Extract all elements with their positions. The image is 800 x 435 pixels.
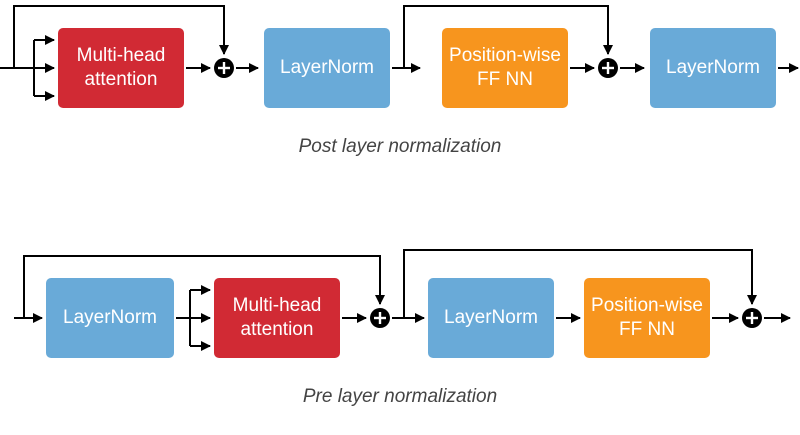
post-ln-diagram: Multi-head attention LayerNorm Position-… [0,5,799,157]
pre-ln-layernorm-1-label: LayerNorm [63,307,157,328]
post-ln-attention-label-line-1: Multi-head [77,45,166,66]
pre-ln-layernorm-block-1: LayerNorm [46,278,174,358]
pre-ln-residual-2 [403,249,757,318]
pre-ln-diagram: LayerNorm Multi-head attention LayerNorm… [14,249,791,407]
pre-ln-wires [14,249,791,351]
pre-ln-attention-label-line-1: Multi-head [233,295,322,316]
post-ln-residual-1 [13,5,229,68]
pre-ln-add-node [370,308,390,328]
pre-ln-add-node-2 [742,308,762,328]
post-ln-feedforward-block: Position-wise FF NN [442,28,568,108]
pre-ln-residual-1 [23,255,385,318]
pre-ln-ff-label-line-2: FF NN [619,319,675,340]
pre-ln-attention-block: Multi-head attention [214,278,340,358]
post-ln-attention-label-line-2: attention [85,69,158,90]
post-ln-layernorm-1-label: LayerNorm [280,57,374,78]
post-ln-layernorm-2-label: LayerNorm [666,57,760,78]
post-ln-wires [0,5,799,101]
post-ln-ff-label-line-1: Position-wise [449,45,561,66]
pre-ln-layernorm-block-2: LayerNorm [428,278,554,358]
post-ln-residual-2 [403,5,613,68]
pre-ln-ff-label-line-1: Position-wise [591,295,703,316]
pre-ln-caption: Pre layer normalization [303,386,497,407]
pre-ln-layernorm-2-label: LayerNorm [444,307,538,328]
post-ln-layernorm-block-2: LayerNorm [650,28,776,108]
pre-ln-feedforward-block: Position-wise FF NN [584,278,710,358]
post-ln-caption: Post layer normalization [299,136,502,157]
post-ln-add-node [214,58,234,78]
post-ln-add-node-2 [598,58,618,78]
post-ln-ff-label-line-2: FF NN [477,69,533,90]
pre-ln-attention-label-line-2: attention [241,319,314,340]
post-ln-attention-block: Multi-head attention [58,28,184,108]
post-ln-layernorm-block-1: LayerNorm [264,28,390,108]
